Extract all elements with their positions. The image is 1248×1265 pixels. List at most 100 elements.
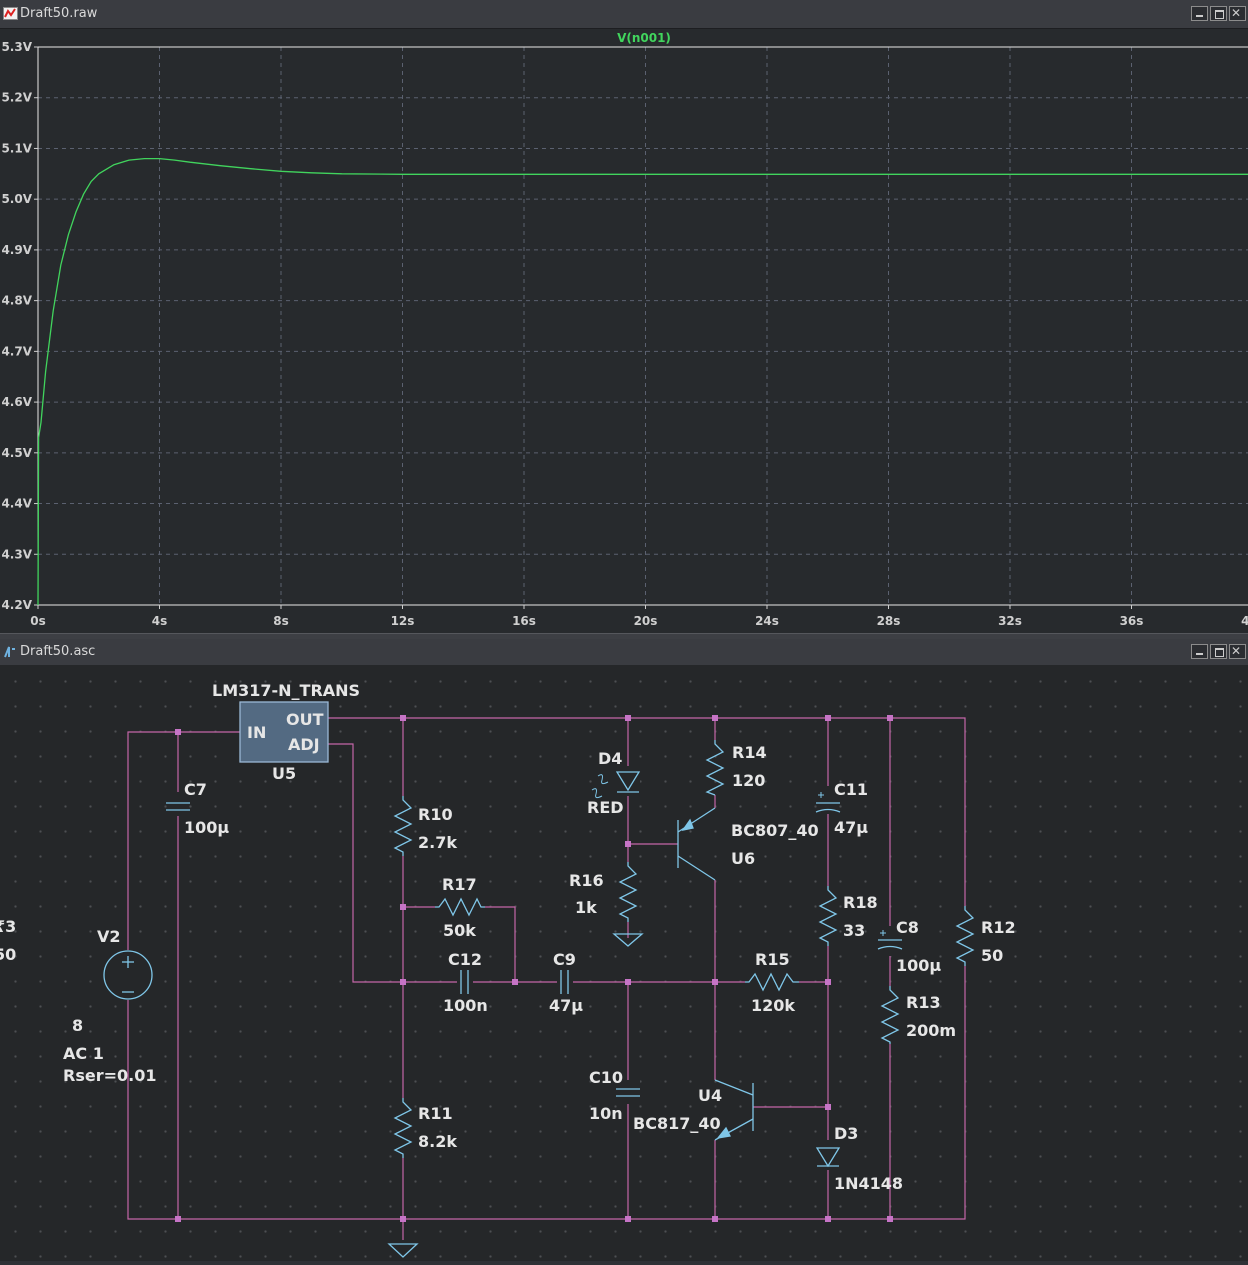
pin-out-label: OUT (286, 710, 324, 729)
chart-grid (38, 47, 1248, 605)
resistor-r12 (955, 906, 975, 966)
r3-partial-label: ₹3 (0, 917, 16, 936)
resistor-r15 (745, 972, 799, 992)
x-axis: 0s4s8s12s16s20s24s28s32s36s40s (30, 605, 1248, 628)
y-tick-label: 4.2V (1, 598, 32, 612)
c8-value: 100µ (896, 956, 941, 975)
r10-label: R10 (418, 805, 453, 824)
minimize-button[interactable] (1191, 644, 1208, 659)
r12-label: R12 (981, 918, 1016, 937)
r3-partial-value: 50 (0, 945, 16, 964)
x-tick-label: 20s (634, 614, 658, 628)
v2-rser-label: Rser=0.01 (63, 1066, 156, 1085)
x-tick-label: 32s (998, 614, 1022, 628)
schematic-drawing[interactable]: LM317-N_TRANS IN OUT ADJ U5 C7 100µ V2 8… (0, 665, 1248, 1261)
x-tick-label: 0s (30, 614, 46, 628)
waveform-viewer-icon (3, 7, 18, 20)
resistor-r17 (435, 897, 485, 917)
d3-label: D3 (834, 1124, 858, 1143)
r16-value: 1k (575, 898, 597, 917)
ground-symbol (387, 1243, 419, 1258)
y-tick-label: 4.4V (1, 497, 32, 511)
x-tick-label: 28s (877, 614, 901, 628)
ground-symbol (612, 933, 644, 947)
r15-label: R15 (755, 950, 790, 969)
resistor-r13 (880, 986, 900, 1044)
maximize-button[interactable] (1210, 644, 1227, 659)
r11-label: R11 (418, 1104, 453, 1123)
resistor-r10 (393, 796, 413, 856)
waveform-chart[interactable]: 4.2V4.3V4.4V4.5V4.6V4.7V4.8V4.9V5.0V5.1V… (0, 29, 1248, 633)
y-tick-label: 4.5V (1, 446, 32, 460)
diode-d3 (815, 1147, 841, 1168)
v2-label: V2 (97, 927, 121, 946)
y-tick-label: 5.3V (1, 40, 32, 54)
trace-v-n001[interactable] (37, 157, 1248, 606)
u4-type-label: BC817_40 (633, 1114, 721, 1133)
schematic-icon (4, 646, 15, 658)
r18-label: R18 (843, 893, 878, 912)
c9-label: C9 (553, 950, 576, 969)
voltage-source-v2[interactable] (103, 950, 153, 1000)
c9-value: 47µ (549, 996, 583, 1015)
d3-value: 1N4148 (834, 1174, 903, 1193)
minimize-button[interactable] (1191, 6, 1208, 21)
r11-value: 8.2k (418, 1132, 457, 1151)
y-tick-label: 4.6V (1, 395, 32, 409)
x-tick-label: 36s (1120, 614, 1144, 628)
v2-ac-label: AC 1 (63, 1044, 104, 1063)
y-tick-label: 5.2V (1, 91, 32, 105)
plot-window-titlebar[interactable]: Draft50.raw ✕ (0, 0, 1248, 29)
maximize-button[interactable] (1210, 6, 1227, 21)
r13-label: R13 (906, 993, 941, 1012)
c11-value: 47µ (834, 818, 868, 837)
r15-value: 120k (751, 996, 795, 1015)
trace-label[interactable]: V(n001) (617, 31, 671, 45)
led-d4 (615, 771, 641, 792)
x-tick-label: 4s (152, 614, 168, 628)
u6-label: U6 (731, 849, 755, 868)
y-axis: 4.2V4.3V4.4V4.5V4.6V4.7V4.8V4.9V5.0V5.1V… (1, 40, 38, 612)
c10-value: 10n (589, 1104, 623, 1123)
y-tick-label: 4.8V (1, 294, 32, 308)
r14-label: R14 (732, 743, 767, 762)
u6-type-label: BC807_40 (731, 821, 819, 840)
d4-label: D4 (598, 749, 622, 768)
pin-adj-label: ADJ (288, 735, 320, 754)
schematic-window-titlebar[interactable]: Draft50.asc ✕ (0, 639, 1248, 666)
r17-label: R17 (442, 875, 477, 894)
r16-label: R16 (569, 871, 604, 890)
plot-window-title: Draft50.raw (20, 6, 98, 21)
c12-label: C12 (448, 950, 482, 969)
c8-label: C8 (896, 918, 919, 937)
wires (127, 717, 966, 1240)
x-tick-label: 16s (512, 614, 536, 628)
c7-label: C7 (184, 780, 207, 799)
pin-in-label: IN (247, 723, 266, 742)
schematic-canvas[interactable]: LM317-N_TRANS IN OUT ADJ U5 C7 100µ V2 8… (0, 665, 1248, 1261)
lm317-regulator[interactable] (239, 701, 329, 763)
r18-value: 33 (843, 921, 865, 940)
x-tick-label: 12s (391, 614, 415, 628)
y-tick-label: 4.9V (1, 243, 32, 257)
y-tick-label: 5.1V (1, 141, 32, 155)
c12-value: 100n (443, 996, 488, 1015)
u5-label: U5 (272, 764, 296, 783)
resistor-r18 (818, 886, 838, 946)
c11-label: C11 (834, 780, 868, 799)
junctions (175, 715, 893, 1222)
resistor-r11 (393, 1098, 413, 1158)
close-button[interactable]: ✕ (1229, 6, 1246, 21)
r12-value: 50 (981, 946, 1003, 965)
components (103, 701, 975, 1258)
resistor-r14 (705, 740, 725, 796)
y-tick-label: 5.0V (1, 192, 32, 206)
x-tick-label: 40s (1241, 614, 1248, 628)
c7-value: 100µ (184, 818, 229, 837)
u4-label: U4 (698, 1086, 722, 1105)
x-tick-label: 8s (273, 614, 289, 628)
close-button[interactable]: ✕ (1229, 644, 1246, 659)
r13-value: 200m (906, 1021, 956, 1040)
plot-frame (37, 46, 1248, 606)
